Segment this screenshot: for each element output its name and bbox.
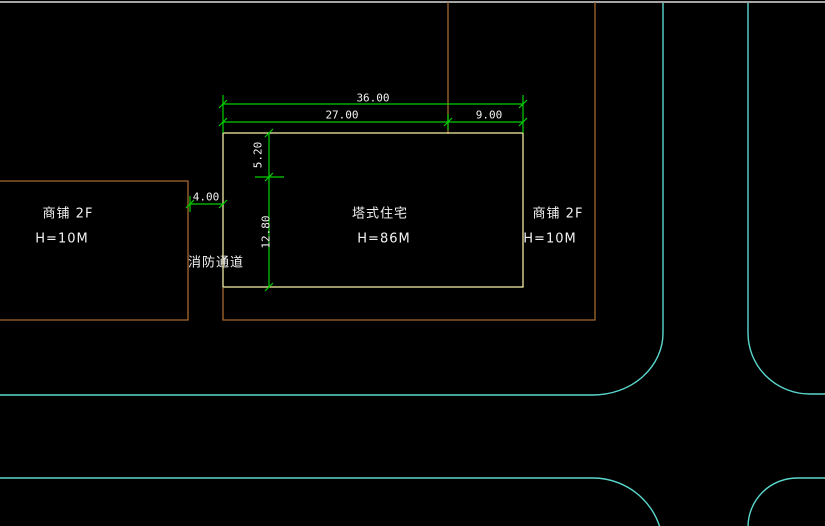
right-shop-name-label: 商铺 2F: [532, 206, 584, 222]
podium-outline: [222, 2, 596, 321]
left-shop-height-label: H=10M: [35, 231, 89, 247]
tower-name-label: 塔式住宅: [351, 206, 409, 222]
road-edge-bottom-right: [747, 477, 825, 526]
dim-label-lower-depth: 12.80: [259, 215, 273, 249]
fire-lane-label: 消防通道: [187, 255, 245, 271]
dim-label-right-wing-width: 9.00: [475, 108, 503, 122]
dim-ticks-fire-lane: [185, 199, 228, 209]
tower-height-label: H=86M: [357, 231, 411, 247]
road-edge-bottom-left: [0, 477, 661, 526]
left-shop-outline: [0, 180, 189, 321]
road-lines-group: [0, 3, 825, 526]
dim-label-fire-lane-width: 4.00: [192, 190, 220, 204]
dim-ticks-depth: [264, 128, 274, 292]
road-edge-top-left: [0, 3, 664, 396]
right-shop-height-label: H=10M: [523, 231, 577, 247]
dimension-lines-group: [185, 95, 528, 292]
road-edge-top-right: [747, 3, 825, 395]
dim-ticks-top: [218, 99, 528, 127]
dim-label-upper-depth: 5.20: [251, 141, 265, 169]
left-shop-name-label: 商铺 2F: [42, 206, 94, 222]
dim-label-total-width: 36.00: [356, 91, 390, 105]
tower-outline: [222, 132, 524, 288]
dim-label-tower-width: 27.00: [325, 108, 359, 122]
shop-outlines-group: [0, 2, 596, 321]
